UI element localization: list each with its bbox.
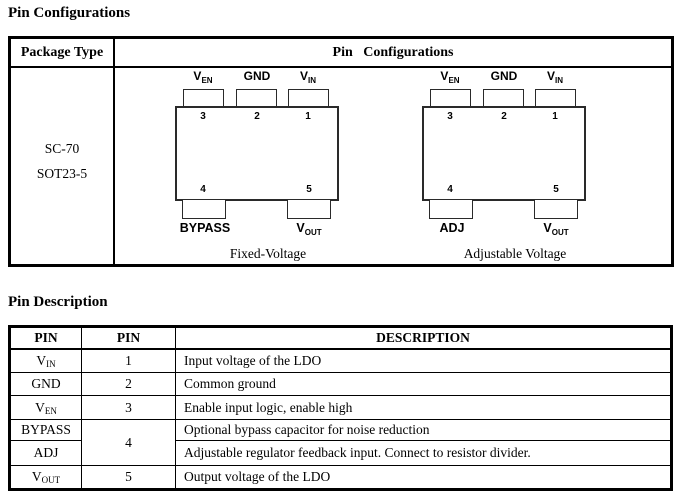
pin-description-title: Pin Description [8, 294, 108, 310]
pin1-label: VIN [280, 69, 336, 85]
description-cell-adj: Adjustable regulator feedback input. Con… [176, 441, 670, 466]
pin-number-4: 4 [200, 184, 206, 195]
pin-number-column-header: PIN [82, 328, 176, 350]
pin3-label-main: V [440, 69, 449, 83]
pin-number-5: 5 [553, 184, 559, 195]
pin-name-cell-ven: VEN [11, 396, 82, 420]
pin-configurations-title: Pin Configurations [8, 5, 131, 21]
bottom-pin-rect-4 [182, 199, 226, 219]
pin4-label: BYPASS [159, 221, 251, 235]
pin3-label-sub: EN [201, 76, 213, 85]
config-table-body-row: SC-70 SOT23-5 VEN GND VIN 3 2 1 4 5 [11, 68, 671, 264]
pin-name-column-header: PIN [11, 328, 82, 350]
pin1-label: VIN [527, 69, 583, 85]
pin-number-1: 1 [552, 111, 558, 122]
pin-number-3: 3 [200, 111, 206, 122]
pin-name-main: GND [31, 376, 61, 392]
pin3-label: VEN [175, 69, 231, 85]
pin5-label-sub: OUT [551, 228, 569, 237]
pin-name-sub: OUT [41, 475, 61, 486]
pin-name-sub: IN [46, 359, 56, 370]
top-pin-rect-3 [183, 89, 224, 107]
package-name-sc70: SC-70 [44, 141, 80, 156]
pin4-label-main: ADJ [439, 221, 465, 235]
top-pin-rect-3 [430, 89, 471, 107]
pin4-label: ADJ [406, 221, 498, 235]
description-column-header: DESCRIPTION [176, 328, 670, 350]
package-type-cell: SC-70 SOT23-5 [11, 68, 115, 264]
top-pin-rect-1 [288, 89, 329, 107]
pin-name-main: V [35, 399, 45, 415]
pin-name-sub: EN [44, 405, 57, 416]
adjustable-voltage-package-diagram: VEN GND VIN 3 2 1 4 5 ADJ VOUT Adj [422, 69, 586, 263]
pin-description-table: PIN PIN DESCRIPTION VIN 1 Input voltage … [8, 325, 673, 491]
pin-name-cell-gnd: GND [11, 373, 82, 396]
pin-configurations-table: Package Type Pin Configurations SC-70 SO… [8, 36, 674, 267]
pin1-label-main: V [299, 69, 308, 83]
package-body [175, 106, 339, 201]
pin-number-3: 3 [447, 111, 453, 122]
pin-name-cell-vin: VIN [11, 350, 82, 373]
pin-number-cell-3: 3 [82, 396, 176, 420]
pin-name-main: ADJ [33, 445, 59, 461]
pin2-label: GND [476, 69, 532, 83]
pin3-label-main: V [193, 69, 202, 83]
pin-diagrams-cell: VEN GND VIN 3 2 1 4 5 BYPASS VOUT [115, 68, 671, 264]
pin-number-1: 1 [305, 111, 311, 122]
description-cell-vout: Output voltage of the LDO [184, 469, 331, 485]
fixed-voltage-package-diagram: VEN GND VIN 3 2 1 4 5 BYPASS VOUT [175, 69, 339, 263]
pin-number-cell-4: 4 [82, 420, 176, 466]
pin2-label-main: GND [243, 69, 271, 83]
pin-name-cell-adj: ADJ [11, 441, 82, 466]
pin5-label-sub: OUT [304, 228, 322, 237]
pin2-label: GND [229, 69, 285, 83]
pin-name-main: V [36, 353, 47, 369]
pin1-label-sub: IN [308, 76, 316, 85]
package-name-sot23-5: SOT23-5 [36, 166, 88, 181]
package-type-column-header: Package Type [11, 39, 115, 68]
pin1-label-sub: IN [555, 76, 563, 85]
description-cell-ven: Enable input logic, enable high [176, 396, 670, 420]
pin3-label: VEN [422, 69, 478, 85]
pin5-label-main: V [543, 221, 552, 235]
adjustable-voltage-caption: Adjustable Voltage [463, 246, 567, 261]
pin3-label-sub: EN [448, 76, 460, 85]
top-pin-rect-2 [483, 89, 524, 107]
pin-configurations-column-header: Pin Configurations [115, 39, 671, 68]
package-body [422, 106, 586, 201]
pin-number-cell-2: 2 [82, 373, 176, 396]
pin-number-2: 2 [501, 111, 507, 122]
bottom-pin-rect-5 [287, 199, 331, 219]
top-pin-rect-1 [535, 89, 576, 107]
pin5-label: VOUT [263, 221, 355, 237]
top-pin-rect-2 [236, 89, 277, 107]
pin-name-main: BYPASS [21, 422, 71, 438]
pin2-label-main: GND [490, 69, 518, 83]
pin-number-2: 2 [254, 111, 260, 122]
pin-number-4: 4 [447, 184, 453, 195]
pin-number-cell-5: 5 [82, 466, 176, 488]
pin-name-main: V [31, 469, 42, 485]
bottom-pin-rect-4 [429, 199, 473, 219]
description-cell-gnd: Common ground [176, 373, 670, 396]
pin-number-cell-1: 1 [82, 350, 176, 373]
description-cell-vin: Input voltage of the LDO [176, 350, 670, 373]
pin-name-cell-bypass: BYPASS [11, 420, 82, 441]
pin1-label-main: V [546, 69, 555, 83]
pin-name-cell-vout: VOUT [11, 466, 82, 488]
bottom-pin-rect-5 [534, 199, 578, 219]
pin5-label-main: V [296, 221, 305, 235]
pin4-label-main: BYPASS [179, 221, 231, 235]
pin5-label: VOUT [510, 221, 602, 237]
description-cell-bypass: Optional bypass capacitor for noise redu… [176, 420, 670, 441]
config-table-header-row: Package Type Pin Configurations [11, 39, 671, 68]
pin-number-5: 5 [306, 184, 312, 195]
fixed-voltage-caption: Fixed-Voltage [229, 246, 307, 261]
